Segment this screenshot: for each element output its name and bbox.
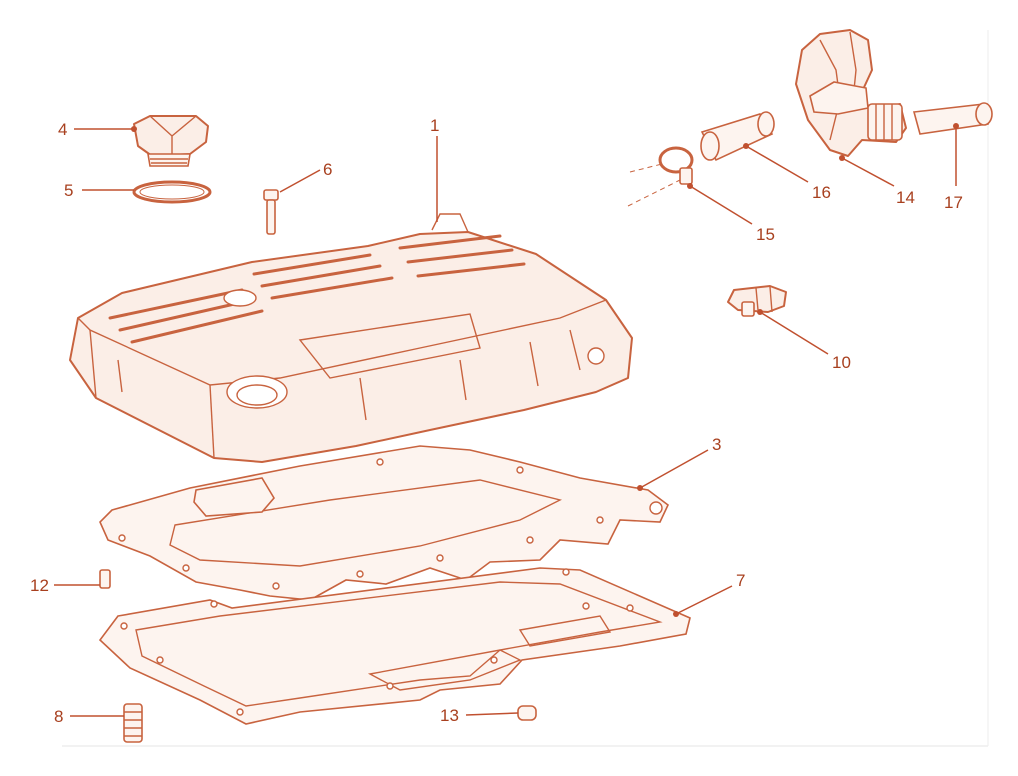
- callout-3: 3: [637, 435, 721, 491]
- callout-4: 4: [58, 120, 137, 139]
- callout-10: 10: [757, 309, 851, 372]
- callout-label-4: 4: [58, 120, 67, 139]
- callout-label-10: 10: [832, 353, 851, 372]
- part-top-gasket: [99, 445, 670, 601]
- o-ring-inner: [139, 184, 205, 200]
- callout-label-16: 16: [812, 183, 831, 202]
- cooling-fins: [108, 234, 526, 344]
- callout-label-13: 13: [440, 706, 459, 725]
- part-hose: [700, 111, 775, 162]
- part-hose-clamp: [658, 146, 694, 185]
- gasket-tab: [193, 477, 275, 517]
- assembly-axis-line: [629, 163, 663, 173]
- part-bolt-6: [263, 189, 279, 235]
- part-o-ring: [132, 180, 212, 204]
- part-valve-cover: [69, 213, 633, 463]
- callout-label-15: 15: [756, 225, 775, 244]
- part-lower-gasket: [98, 567, 691, 725]
- callout-15: 15: [687, 183, 775, 244]
- callout-17: 17: [944, 123, 963, 212]
- callout-label-14: 14: [896, 188, 915, 207]
- callout-label-12: 12: [30, 576, 49, 595]
- callout-13: 13: [440, 706, 519, 725]
- part-cap-13: [517, 705, 537, 721]
- callout-label-6: 6: [323, 160, 332, 179]
- callout-5: 5: [64, 181, 134, 200]
- logo-panel: [298, 313, 481, 379]
- part-fitting-10: [727, 285, 787, 317]
- callout-7: 7: [673, 571, 745, 617]
- assembly-axis-line-2: [627, 179, 681, 207]
- callout-label-8: 8: [54, 707, 63, 726]
- callout-12: 12: [30, 576, 100, 595]
- part-pin-12: [99, 569, 111, 589]
- callout-label-7: 7: [736, 571, 745, 590]
- part-oil-filler-cap: [133, 115, 209, 167]
- callout-label-3: 3: [712, 435, 721, 454]
- callout-16: 16: [743, 143, 831, 202]
- callout-label-17: 17: [944, 193, 963, 212]
- part-breather-housing: [795, 29, 907, 157]
- part-pipe: [912, 102, 993, 135]
- callout-8: 8: [54, 707, 124, 726]
- part-stud-8: [123, 703, 143, 743]
- callout-6: 6: [279, 160, 332, 193]
- callout-1: 1: [430, 116, 439, 222]
- callout-label-1: 1: [430, 116, 439, 135]
- callout-label-5: 5: [64, 181, 73, 200]
- callout-14: 14: [839, 155, 915, 207]
